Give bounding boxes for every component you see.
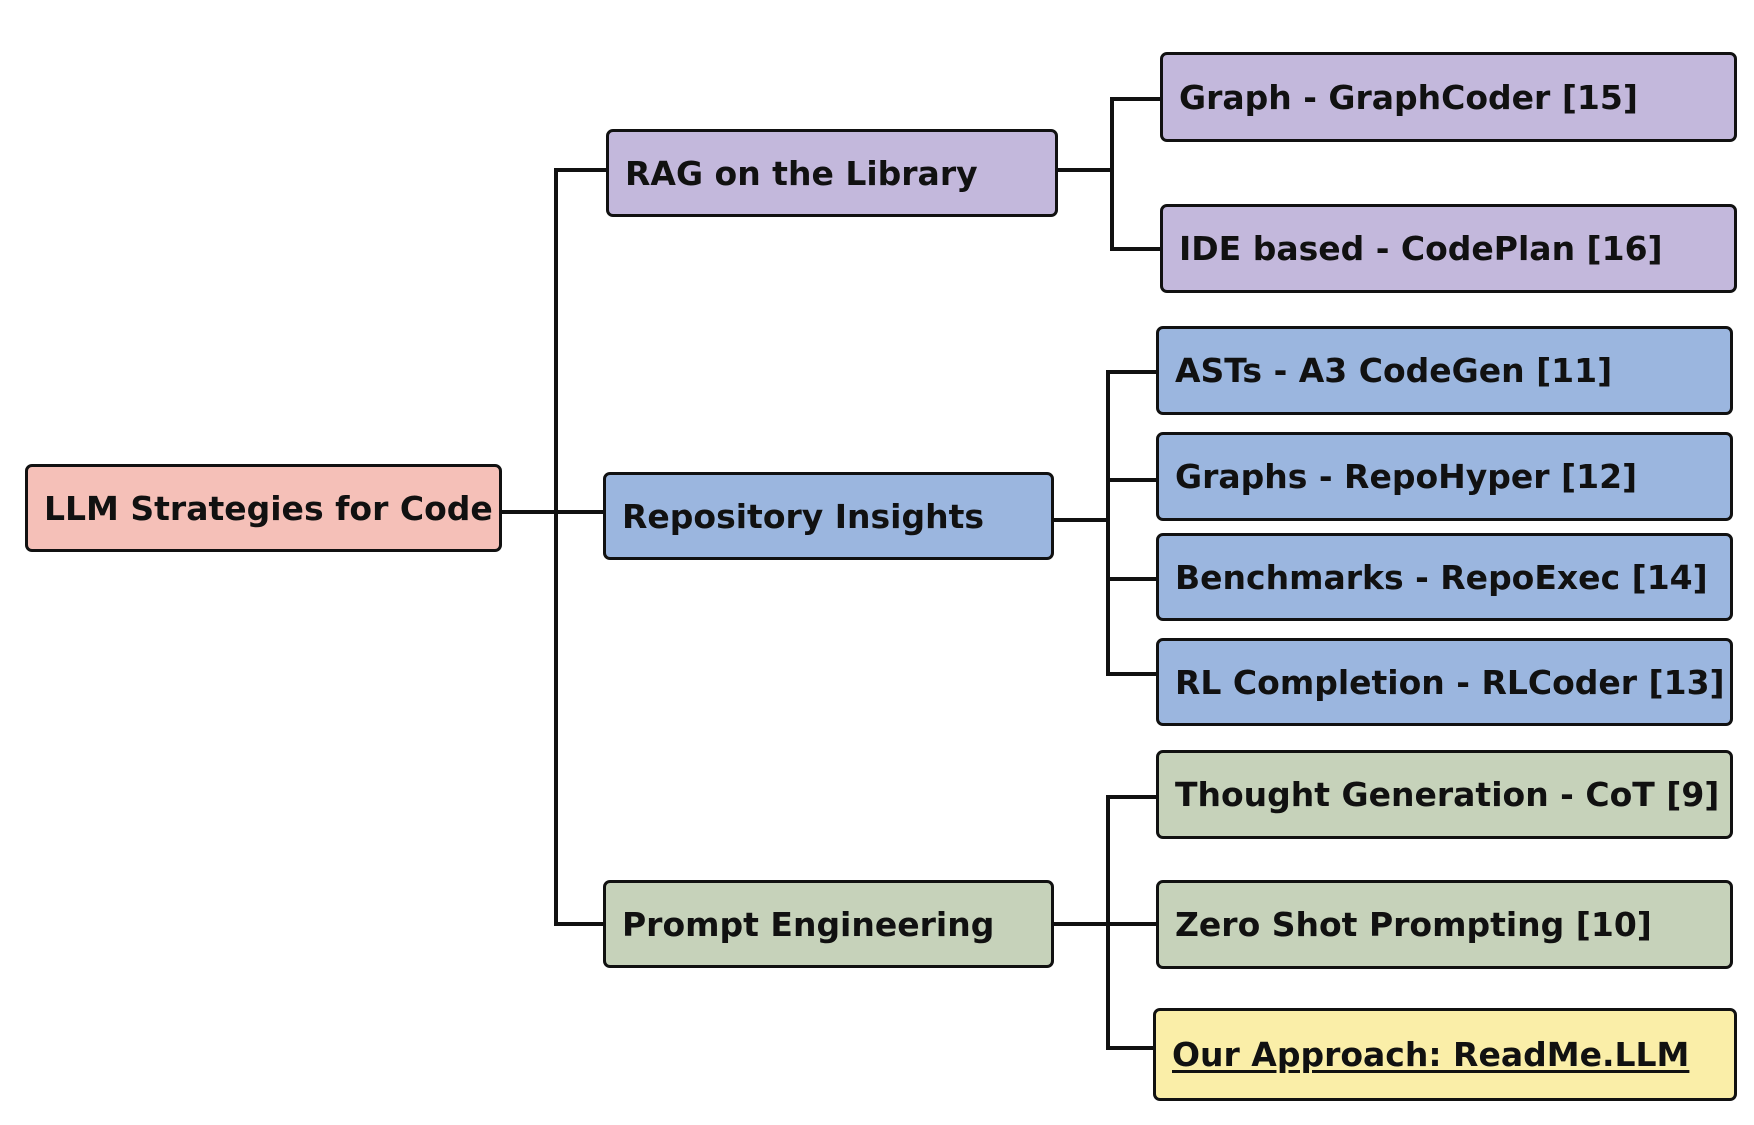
leaf-zero-shot-label: Zero Shot Prompting [10] <box>1175 905 1652 944</box>
leaf-cot: Thought Generation - CoT [9] <box>1156 750 1733 839</box>
category-prompt-engineering: Prompt Engineering <box>603 880 1054 968</box>
leaf-a3-codegen: ASTs - A3 CodeGen [11] <box>1156 326 1733 415</box>
leaf-our-approach-label: Our Approach: ReadMe.LLM <box>1172 1035 1690 1074</box>
leaf-codeplan-label: IDE based - CodePlan [16] <box>1179 229 1663 268</box>
leaf-repohyper: Graphs - RepoHyper [12] <box>1156 432 1733 521</box>
connector-lines <box>500 97 1162 1050</box>
leaf-zero-shot: Zero Shot Prompting [10] <box>1156 880 1733 969</box>
leaf-rlcoder: RL Completion - RLCoder [13] <box>1156 638 1733 726</box>
leaf-graphcoder: Graph - GraphCoder [15] <box>1160 52 1737 142</box>
category-rag: RAG on the Library <box>606 129 1058 217</box>
leaf-repohyper-label: Graphs - RepoHyper [12] <box>1175 457 1638 496</box>
category-repository-insights-label: Repository Insights <box>622 496 985 536</box>
leaf-our-approach: Our Approach: ReadMe.LLM <box>1153 1008 1737 1101</box>
leaf-rlcoder-label: RL Completion - RLCoder [13] <box>1175 662 1725 702</box>
leaf-graphcoder-label: Graph - GraphCoder [15] <box>1179 77 1638 117</box>
category-repository-insights: Repository Insights <box>603 472 1054 560</box>
leaf-repoexec: Benchmarks - RepoExec [14] <box>1156 533 1733 621</box>
leaf-cot-label: Thought Generation - CoT [9] <box>1175 775 1720 814</box>
leaf-codeplan: IDE based - CodePlan [16] <box>1160 204 1737 293</box>
leaf-repoexec-label: Benchmarks - RepoExec [14] <box>1175 557 1708 597</box>
category-rag-label: RAG on the Library <box>625 153 978 193</box>
root-node: LLM Strategies for Code <box>25 464 502 552</box>
root-label: LLM Strategies for Code <box>44 488 493 528</box>
category-prompt-engineering-label: Prompt Engineering <box>622 904 995 944</box>
leaf-a3-codegen-label: ASTs - A3 CodeGen [11] <box>1175 351 1613 390</box>
